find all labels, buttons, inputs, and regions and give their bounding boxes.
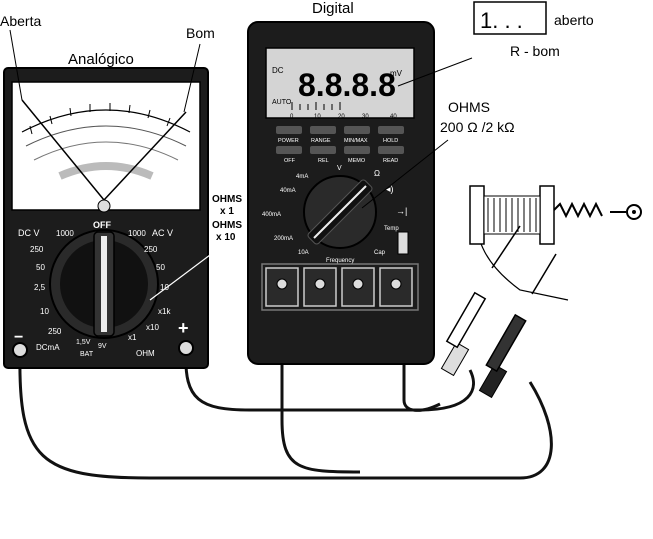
pointer-aberta bbox=[9, 29, 23, 101]
btn-label-power: POWER bbox=[278, 138, 299, 144]
wire-digital-ohm bbox=[402, 290, 441, 412]
analog-scale-face bbox=[11, 81, 201, 211]
dial-label-40ma: 40mA bbox=[280, 188, 296, 194]
analog-label-15v: 1,5V bbox=[76, 339, 91, 346]
analog-right-scale-3: 10 bbox=[160, 283, 169, 292]
analog-right-scale-1: 250 bbox=[144, 245, 158, 254]
dial-label-10a: 10A bbox=[298, 250, 309, 256]
digital-meter: DC 8.8.8.8 mV AUTO 0 10 20 30 40 POWER R… bbox=[247, 21, 435, 365]
label-digital: Digital bbox=[312, 0, 354, 17]
btn-label-read: READ bbox=[383, 158, 398, 164]
dial-label-temp: Temp bbox=[384, 226, 399, 232]
analog-left-scale-4: 10 bbox=[40, 307, 49, 316]
analog-jack-negative[interactable] bbox=[12, 342, 28, 358]
minmax-button[interactable] bbox=[344, 126, 370, 134]
lcd-open-box bbox=[473, 1, 547, 35]
analog-right-scale-4: x1k bbox=[158, 307, 171, 316]
pointer-ohms bbox=[361, 139, 449, 209]
analog-left-scale-3: 2,5 bbox=[34, 283, 46, 292]
analog-left-scale-0: 1000 bbox=[56, 229, 74, 238]
analog-label-dcma: DCmA bbox=[36, 343, 60, 352]
temp-switch[interactable] bbox=[397, 231, 409, 255]
label-ohms-x10: OHMS bbox=[212, 220, 242, 231]
analog-jack-positive[interactable] bbox=[178, 340, 194, 356]
analog-left-scale-2: 50 bbox=[36, 263, 45, 272]
label-x1: x 1 bbox=[220, 206, 234, 217]
wire-digital-common bbox=[280, 290, 361, 474]
memo-button[interactable] bbox=[344, 146, 370, 154]
label-bom: Bom bbox=[186, 25, 215, 41]
range-button[interactable] bbox=[310, 126, 336, 134]
analog-left-scale-5: 250 bbox=[48, 327, 62, 336]
bar-scale-2: 20 bbox=[338, 114, 345, 120]
btn-label-minmax: MIN/MAX bbox=[344, 138, 368, 144]
analog-right-scale-2: 50 bbox=[156, 263, 165, 272]
label-r-bom: R - bom bbox=[510, 43, 560, 59]
test-probe-red[interactable] bbox=[440, 225, 521, 377]
btn-label-hold: HOLD bbox=[383, 138, 398, 144]
test-probe-black[interactable] bbox=[478, 253, 557, 399]
rel-button[interactable] bbox=[310, 146, 336, 154]
bar-scale-3: 30 bbox=[362, 114, 369, 120]
dial-label-4ma: 4mA bbox=[296, 174, 308, 180]
analog-meter: DC V AC V OFF 1000 250 50 2,5 10 250 100… bbox=[3, 67, 209, 369]
lcd-digits: 8.8.8.8 bbox=[298, 67, 396, 103]
label-x10: x 10 bbox=[216, 232, 236, 243]
analog-label-dcv: DC V bbox=[18, 228, 40, 238]
pointer-lcd bbox=[397, 57, 473, 87]
off-button[interactable] bbox=[276, 146, 302, 154]
pointer-bom bbox=[183, 43, 201, 113]
lcd-auto: AUTO bbox=[272, 99, 292, 106]
lcd-mv: mV bbox=[390, 69, 403, 78]
label-ohms-x1: OHMS bbox=[212, 194, 242, 205]
dial-label-v: V bbox=[337, 165, 342, 172]
analog-right-scale-5: x10 bbox=[146, 323, 159, 332]
analog-label-ohm: OHM bbox=[136, 349, 155, 358]
bar-scale-4: 40 bbox=[390, 114, 397, 120]
analog-plus-sign: + bbox=[178, 318, 189, 338]
wire-analog-positive bbox=[184, 351, 475, 412]
analog-label-9v: 9V bbox=[98, 343, 107, 350]
analog-right-scale-0: 1000 bbox=[128, 229, 146, 238]
dial-label-400ma: 400mA bbox=[262, 212, 281, 218]
needle-good bbox=[103, 111, 187, 201]
lcd-dc: DC bbox=[272, 66, 284, 75]
analog-label-acv: AC V bbox=[152, 228, 173, 238]
label-aberto: aberto bbox=[554, 12, 594, 28]
dial-label-cap: Cap bbox=[374, 250, 386, 256]
coil-component bbox=[469, 185, 642, 301]
analog-label-off: OFF bbox=[93, 220, 111, 230]
pointer-ohms-x10 bbox=[149, 245, 223, 301]
label-ohms-range: 200 Ω /2 kΩ bbox=[440, 119, 515, 135]
needle-open bbox=[21, 99, 105, 201]
btn-label-off: OFF bbox=[284, 158, 296, 164]
bar-scale-1: 10 bbox=[314, 114, 321, 120]
btn-label-rel: REL bbox=[318, 158, 329, 164]
dial-label-200ma: 200mA bbox=[274, 236, 293, 242]
power-button[interactable] bbox=[276, 126, 302, 134]
analog-left-scale-1: 250 bbox=[30, 245, 44, 254]
btn-label-range: RANGE bbox=[311, 138, 331, 144]
diode-icon: →| bbox=[396, 206, 407, 216]
dial-label-ohm: Ω bbox=[374, 169, 380, 178]
dial-label-frequency: Frequency bbox=[326, 258, 354, 264]
wire-analog-negative bbox=[18, 351, 553, 480]
read-button[interactable] bbox=[378, 146, 404, 154]
label-analogico: Analógico bbox=[68, 51, 134, 68]
digital-jack-a[interactable] bbox=[265, 267, 299, 307]
speaker-icon: ◂) bbox=[386, 184, 394, 194]
label-ohms: OHMS bbox=[448, 99, 490, 115]
hold-button[interactable] bbox=[378, 126, 404, 134]
analog-label-bat: BAT bbox=[80, 351, 94, 358]
lcd-open-reading: 1. . . bbox=[480, 8, 523, 33]
analog-minus-sign: − bbox=[14, 329, 23, 346]
bar-scale-0: 0 bbox=[290, 114, 294, 120]
btn-label-memo: MEMO bbox=[348, 158, 366, 164]
analog-right-scale-6: x1 bbox=[128, 333, 137, 342]
label-aberta: Aberta bbox=[0, 13, 41, 29]
